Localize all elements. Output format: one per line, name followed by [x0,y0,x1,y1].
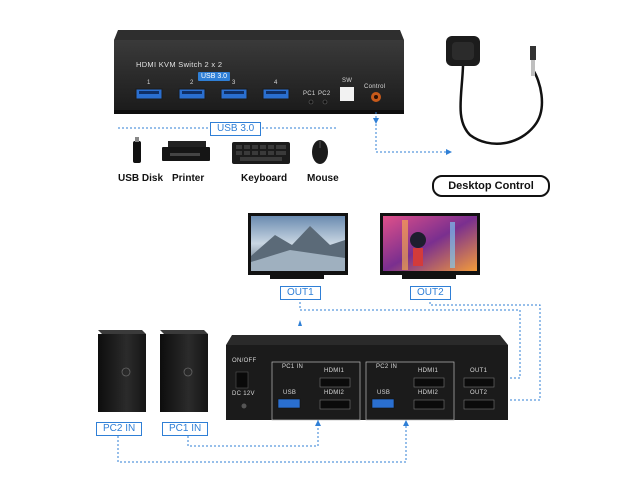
pc1-usb-label: USB [283,390,297,396]
port-number-4: 4 [274,80,278,86]
usb-disk-image [133,137,141,163]
printer-label: Printer [172,173,205,184]
control-label: Control [364,84,386,90]
back-kvm-device [226,335,508,421]
pc2-led-label: PC2 [318,91,331,97]
out1-tag: OUT1 [280,286,321,300]
usb-disk-label: USB Disk [118,173,164,184]
monitor-2 [380,213,480,279]
sw-label: SW [342,78,353,84]
back-pc2-in-label: PC2 IN [376,364,398,370]
back-pc1-in-label: PC1 IN [282,364,304,370]
on-off-label: ON/OFF [232,358,257,364]
usb-section-tag: USB 3.0 [210,122,262,136]
pc1-hdmi1-label: HDMI1 [324,368,345,374]
pc1-hdmi2-label: HDMI2 [324,390,345,396]
desktop-control-remote [446,36,544,145]
output-connector-lines [299,298,541,401]
mouse-image [312,140,328,164]
pc-2-tower [98,330,146,412]
pc2-usb-label: USB [377,390,391,396]
front-usb-tag: USB 3.0 [198,72,231,81]
sw-button[interactable] [340,87,354,101]
keyboard-label: Keyboard [241,173,288,184]
port-number-1: 1 [147,80,151,86]
desktop-control-label: Desktop Control [432,175,550,197]
dc-label: DC 12V [232,391,255,397]
pc2-in-tag: PC2 IN [96,422,143,436]
printer-image [162,141,210,161]
port-number-2: 2 [190,80,194,86]
keyboard-image [232,142,290,164]
mouse-label: Mouse [307,173,339,184]
pc2-hdmi1-label: HDMI1 [418,368,439,374]
pc1-led-label: PC1 [303,91,316,97]
out2-tag: OUT2 [410,286,451,300]
pc-input-connector-lines [117,420,407,463]
front-usb-ports [135,88,290,100]
port-number-3: 3 [232,80,236,86]
device-title: HDMI KVM Switch 2 x 2 [136,60,223,69]
pc-1-tower [160,330,208,412]
back-out1-label: OUT1 [470,368,488,374]
control-connector-line [375,112,446,153]
monitor-1 [248,213,348,279]
back-out2-label: OUT2 [470,390,488,396]
top-kvm-device [114,30,404,114]
pc1-in-tag: PC1 IN [162,422,209,436]
power-switch[interactable] [235,371,249,389]
pc2-hdmi2-label: HDMI2 [418,390,439,396]
